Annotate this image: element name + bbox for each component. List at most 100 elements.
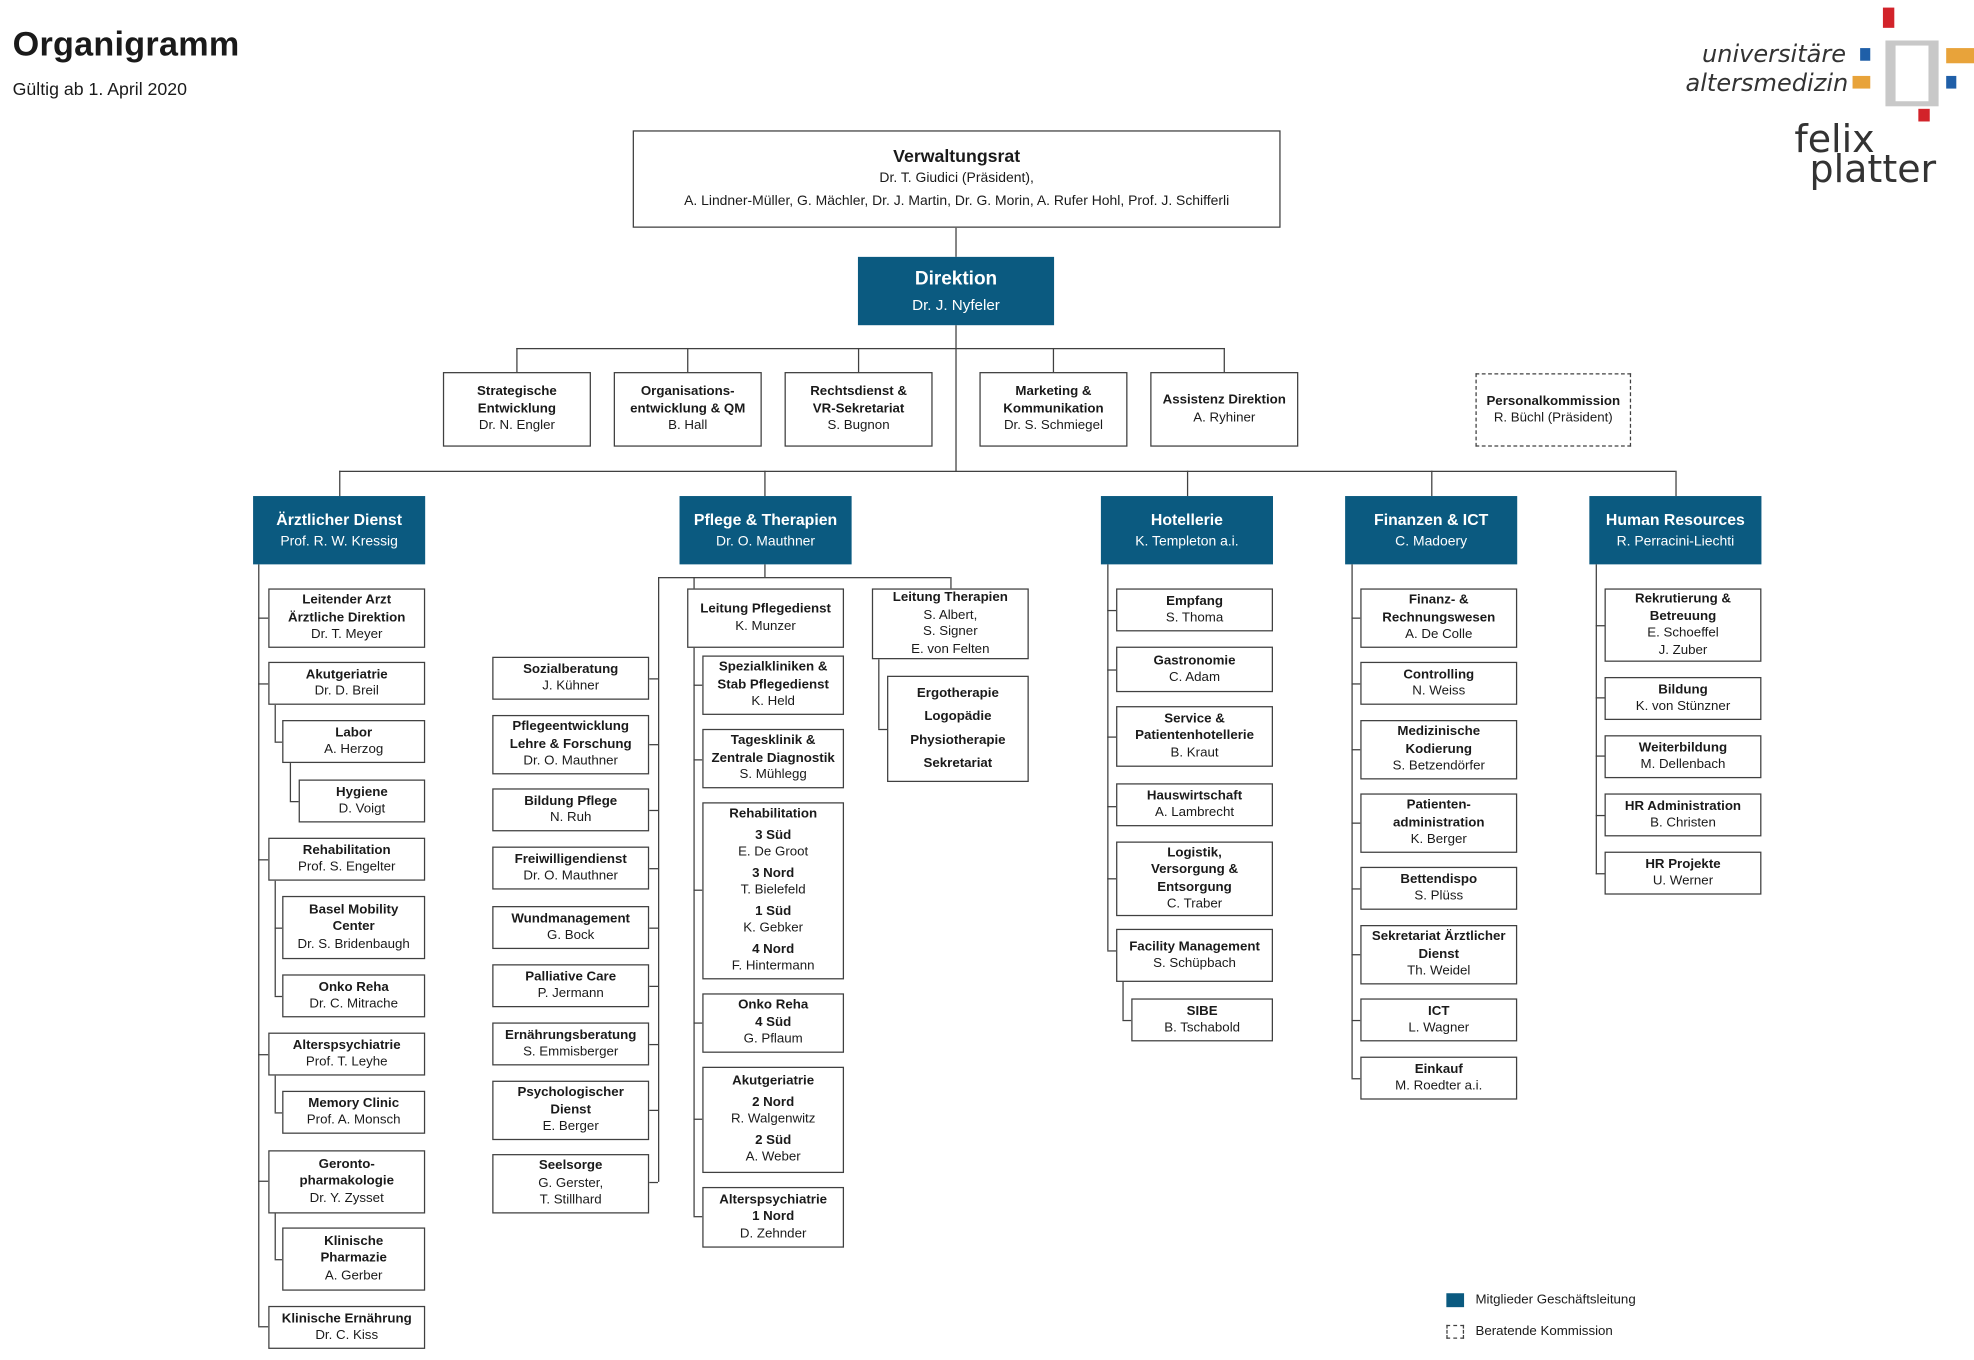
unit-label: Onko Reha (738, 997, 809, 1013)
unit-box: Alterspsychiatrie Prof. T. Leyhe (268, 1032, 426, 1076)
unit-station: 4 Süd (755, 1014, 792, 1030)
unit-box: Hygiene D. Voigt (298, 779, 426, 823)
unit-label: Seelsorge (538, 1158, 603, 1174)
unit-label: pharmakologie (299, 1173, 394, 1189)
unit-person: S. Signer (922, 623, 978, 640)
unit-person: D. Voigt (338, 800, 386, 817)
staff-box: Marketing & Kommunikation Dr. S. Schmieg… (979, 372, 1128, 447)
personalkommission-box: Personalkommission R. Büchl (Präsident) (1475, 373, 1632, 447)
unit-box: Klinische Pharmazie A. Gerber (282, 1227, 426, 1291)
unit-box: Palliative Care P. Jermann (492, 964, 650, 1008)
unit-label: Tagesklinik & (730, 732, 816, 749)
unit-person: L. Wagner (1408, 1019, 1470, 1036)
unit-person: C. Adam (1169, 669, 1221, 685)
unit-label: Pharmazie (320, 1250, 387, 1266)
unit-box: Tagesklinik & Zentrale Diagnostik S. Müh… (702, 728, 845, 789)
unit-person: T. Stillhard (539, 1192, 602, 1208)
unit-box: Pflegeentwicklung Lehre & Forschung Dr. … (492, 714, 650, 775)
unit-label: Hygiene (336, 783, 388, 800)
unit-person: E. De Groot (738, 844, 809, 860)
unit-box: ICT L. Wagner (1360, 998, 1518, 1042)
unit-label: Palliative Care (525, 968, 617, 984)
unit-label: Rehabilitation (302, 842, 391, 858)
unit-label: Onko Reha (318, 978, 389, 994)
dept-head: K. Templeton a.i. (1135, 533, 1239, 549)
unit-station: 3 Nord (752, 865, 795, 881)
unit-label: Memory Clinic (308, 1095, 400, 1111)
unit-label: Patienten- (1406, 797, 1471, 813)
unit-label: Finanz- & (1408, 592, 1469, 608)
legend-management-label: Mitglieder Geschäftsleitung (1475, 1291, 1636, 1308)
unit-box: Seelsorge G. Gerster, T. Stillhard (492, 1154, 650, 1214)
unit-station: 1 Nord (752, 1208, 795, 1224)
direktion-title: Direktion (914, 267, 998, 290)
unit-label: Leitender Arzt (302, 592, 392, 608)
legend-management: Mitglieder Geschäftsleitung (1446, 1291, 1636, 1308)
staff-person: B. Hall (668, 417, 708, 434)
staff-person: S. Bugnon (827, 417, 890, 434)
dept-finanzen: Finanzen & ICT C. Madoery (1345, 496, 1518, 565)
therapie-label: Logopädie (924, 708, 992, 724)
unit-box: Freiwilligendienst Dr. O. Mauthner (492, 846, 650, 890)
unit-box: Sozialberatung J. Kühner (492, 656, 650, 700)
logo-line1: universitäre (1701, 40, 1847, 69)
unit-box: Akutgeriatrie 2 Nord R. Walgenwitz 2 Süd… (702, 1066, 845, 1174)
page-title: Organigramm (12, 25, 240, 64)
unit-label: Spezialkliniken & (718, 659, 828, 675)
unit-box: Klinische Ernährung Dr. C. Kiss (268, 1305, 426, 1349)
verwaltungsrat-title: Verwaltungsrat (893, 145, 1021, 166)
unit-person: S. Schüpbach (1153, 955, 1236, 971)
unit-box: SIBE B. Tschabold (1131, 998, 1273, 1042)
unit-person: N. Ruh (550, 809, 592, 826)
unit-box: Service & Patientenhotellerie B. Kraut (1116, 706, 1273, 767)
direktion-box: Direktion Dr. J. Nyfeler (857, 256, 1055, 326)
unit-person: K. von Stünzner (1635, 698, 1731, 714)
dept-head: Dr. O. Mauthner (716, 533, 816, 549)
unit-label: Sozialberatung (523, 661, 619, 677)
unit-box: Finanz- & Rechnungswesen A. De Colle (1360, 588, 1518, 648)
unit-person: Dr. D. Breil (314, 683, 379, 699)
dept-pflege: Pflege & Therapien Dr. O. Mauthner (679, 496, 852, 565)
dept-title: Hotellerie (1150, 510, 1223, 529)
unit-label: Stab Pflegedienst (717, 676, 829, 692)
logo-line2: altersmedizin (1685, 69, 1849, 98)
dept-hotellerie: Hotellerie K. Templeton a.i. (1100, 496, 1273, 565)
leitung-therapien-box: Leitung Therapien S. Albert, S. Signer E… (871, 588, 1029, 660)
staff-label: Marketing & (1015, 383, 1092, 399)
staff-label: entwicklung & QM (630, 400, 746, 417)
unit-label: Alterspsychiatrie (719, 1191, 828, 1207)
unit-label: Einkauf (1414, 1061, 1463, 1077)
unit-person: R. Walgenwitz (730, 1111, 816, 1127)
unit-person: Dr. S. Bridenbaugh (297, 936, 410, 952)
unit-label: Betreuung (1649, 608, 1717, 624)
unit-label: Labor (335, 724, 373, 740)
unit-box: Facility Management S. Schüpbach (1116, 928, 1273, 982)
unit-person: E. Schoeffel (1647, 625, 1719, 641)
unit-box: HR Projekte U. Werner (1604, 851, 1762, 895)
unit-person: S. Betzendörfer (1392, 758, 1485, 774)
unit-label: Rechnungswesen (1382, 609, 1496, 625)
unit-person: G. Bock (547, 927, 595, 943)
dept-title: Human Resources (1605, 510, 1745, 529)
unit-person: B. Christen (1650, 814, 1716, 831)
unit-label: Basel Mobility (308, 901, 399, 918)
staff-box: Organisations- entwicklung & QM B. Hall (613, 372, 762, 447)
unit-box: Rehabilitation 3 Süd E. De Groot 3 Nord … (702, 802, 845, 980)
unit-person: Dr. O. Mauthner (523, 753, 618, 769)
unit-box: Geronto- pharmakologie Dr. Y. Zysset (268, 1150, 426, 1214)
unit-label: Alterspsychiatrie (292, 1036, 401, 1053)
verwaltungsrat-box: Verwaltungsrat Dr. T. Giudici (Präsident… (632, 130, 1281, 228)
unit-person: B. Tschabold (1164, 1019, 1241, 1036)
unit-box: Einkauf M. Roedter a.i. (1360, 1056, 1518, 1100)
unit-label: Zentrale Diagnostik (711, 750, 835, 766)
unit-person: J. Zuber (1658, 642, 1708, 658)
unit-label: Pflegeentwicklung (512, 719, 630, 735)
legend-advisory-label: Beratende Kommission (1475, 1323, 1613, 1339)
unit-person: M. Roedter a.i. (1395, 1078, 1483, 1094)
page-subtitle: Gültig ab 1. April 2020 (12, 78, 187, 99)
unit-person: J. Kühner (542, 678, 600, 694)
unit-label: Leitung Therapien (892, 589, 1008, 605)
staff-label: VR-Sekretariat (812, 400, 905, 417)
unit-box: Leitender Arzt Ärztliche Direktion Dr. T… (268, 588, 426, 648)
unit-person: Th. Weidel (1407, 963, 1471, 979)
